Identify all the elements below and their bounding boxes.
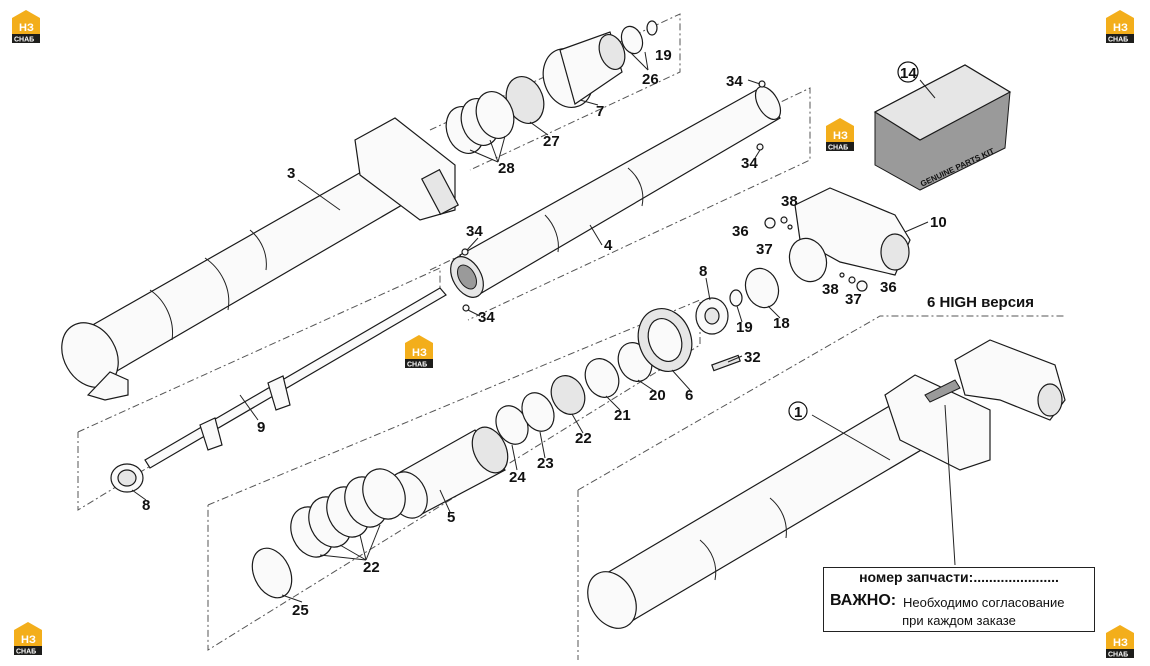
callout-27: 27 (543, 133, 560, 150)
svg-text:1: 1 (794, 404, 802, 421)
part-fitting-37b (848, 276, 856, 284)
svg-text:СНАБ: СНАБ (828, 145, 848, 152)
part-spring-stack (290, 468, 406, 558)
callout-36a: 36 (732, 223, 749, 240)
svg-text:НЗ: НЗ (833, 130, 848, 142)
callout-34b: 34 (741, 155, 758, 172)
part-end-plug-right (695, 297, 729, 335)
part-ring-25 (251, 547, 293, 599)
callout-1: 1 (788, 401, 808, 421)
callout-22b: 22 (575, 430, 592, 447)
callout-19b: 19 (655, 47, 672, 64)
part-gear-nut (637, 308, 693, 372)
part-bolt-32 (711, 354, 741, 372)
svg-text:НЗ: НЗ (1113, 637, 1128, 649)
order-info-box: номер запчасти:...................... ВА… (823, 567, 1095, 632)
callout-28: 28 (498, 160, 515, 177)
callout-38b: 38 (822, 281, 839, 298)
part-end-plug-left (110, 463, 144, 493)
callout-9: 9 (257, 419, 265, 436)
watermark-logo-bottom-right: НЗ СНАБ (1106, 625, 1134, 659)
callout-3: 3 (287, 165, 295, 182)
svg-text:СНАБ: СНАБ (1108, 652, 1128, 659)
group-frame-variant (577, 315, 1065, 491)
part-cylinder-barrel (61, 117, 460, 401)
callout-32: 32 (744, 349, 761, 366)
callout-8b: 8 (699, 263, 707, 280)
svg-text:14: 14 (900, 65, 917, 82)
part-fitting-34d (462, 304, 470, 312)
callout-26: 26 (642, 71, 659, 88)
svg-text:СНАБ: СНАБ (1108, 37, 1128, 44)
part-fitting-37a (780, 216, 788, 224)
callout-36b: 36 (880, 279, 897, 296)
part-fitting-34b (756, 143, 764, 151)
part-fitting-34c (461, 248, 469, 256)
svg-text:НЗ: НЗ (412, 347, 427, 359)
watermark-logo-bottom-left: НЗ СНАБ (14, 622, 42, 656)
callout-19a: 19 (736, 319, 753, 336)
watermark-logo-top-left: НЗ СНАБ (12, 10, 40, 44)
part-fitting-36b (856, 280, 868, 292)
part-ring-26 (620, 25, 644, 55)
important-text-2: при каждом заказе (902, 613, 1016, 628)
callout-18: 18 (773, 315, 790, 332)
callout-7: 7 (596, 103, 604, 120)
svg-text:СНАБ: СНАБ (407, 362, 427, 369)
svg-text:СНАБ: СНАБ (16, 649, 36, 656)
part-ring-19 (729, 289, 743, 307)
watermark-logo-top-right: НЗ СНАБ (1106, 10, 1134, 44)
part-fitting-38b (839, 272, 845, 278)
callout-labels: 3 4 9 8 5 25 22 24 23 22 21 20 6 32 18 1… (142, 47, 947, 619)
callout-34c: 34 (466, 223, 483, 240)
part-ring-28c (475, 91, 515, 139)
callout-34d: 34 (478, 309, 495, 326)
part-kit-box: GENUINE PARTS KIT (873, 64, 1012, 191)
watermark-logo-center: НЗ СНАБ (405, 335, 433, 369)
variant-label: 6 HIGH версия (927, 294, 1035, 311)
svg-text:НЗ: НЗ (19, 22, 34, 34)
callout-34a: 34 (726, 73, 743, 90)
svg-text:НЗ: НЗ (21, 634, 36, 646)
callout-6: 6 (685, 387, 693, 404)
callout-10: 10 (930, 214, 947, 231)
callout-5: 5 (447, 509, 455, 526)
part-number-label: номер запчасти:...................... (859, 569, 1059, 585)
part-inner-tube (144, 287, 447, 469)
part-ring-19-top (646, 20, 658, 36)
important-label: ВАЖНО: (830, 592, 897, 609)
callout-4: 4 (604, 237, 613, 254)
callout-25: 25 (292, 602, 309, 619)
svg-text:НЗ: НЗ (1113, 22, 1128, 34)
callout-14: 14 (897, 61, 919, 83)
leader-lines (131, 51, 956, 603)
svg-text:СНАБ: СНАБ (14, 37, 34, 44)
callout-22a: 22 (363, 559, 380, 576)
part-cylinder-head (542, 31, 626, 108)
part-ring-23 (521, 392, 555, 432)
callout-20: 20 (649, 387, 666, 404)
watermark-logo-center-top: НЗ СНАБ (826, 118, 854, 152)
callout-23: 23 (537, 455, 554, 472)
part-ring-21 (584, 358, 620, 398)
callout-37b: 37 (845, 291, 862, 308)
callout-8a: 8 (142, 497, 150, 514)
callout-24: 24 (509, 469, 526, 486)
callout-21: 21 (614, 407, 631, 424)
callout-38a: 38 (781, 193, 798, 210)
group-frame-seals (207, 299, 701, 651)
part-ring-22 (550, 375, 586, 415)
important-text: Необходимо согласование (903, 595, 1065, 610)
part-piston-rod (450, 86, 782, 298)
part-ring-18 (744, 267, 780, 309)
part-fitting-36a (764, 217, 776, 229)
callout-37a: 37 (756, 241, 773, 258)
part-end-cap (788, 187, 911, 283)
part-fitting-38a (787, 224, 793, 230)
